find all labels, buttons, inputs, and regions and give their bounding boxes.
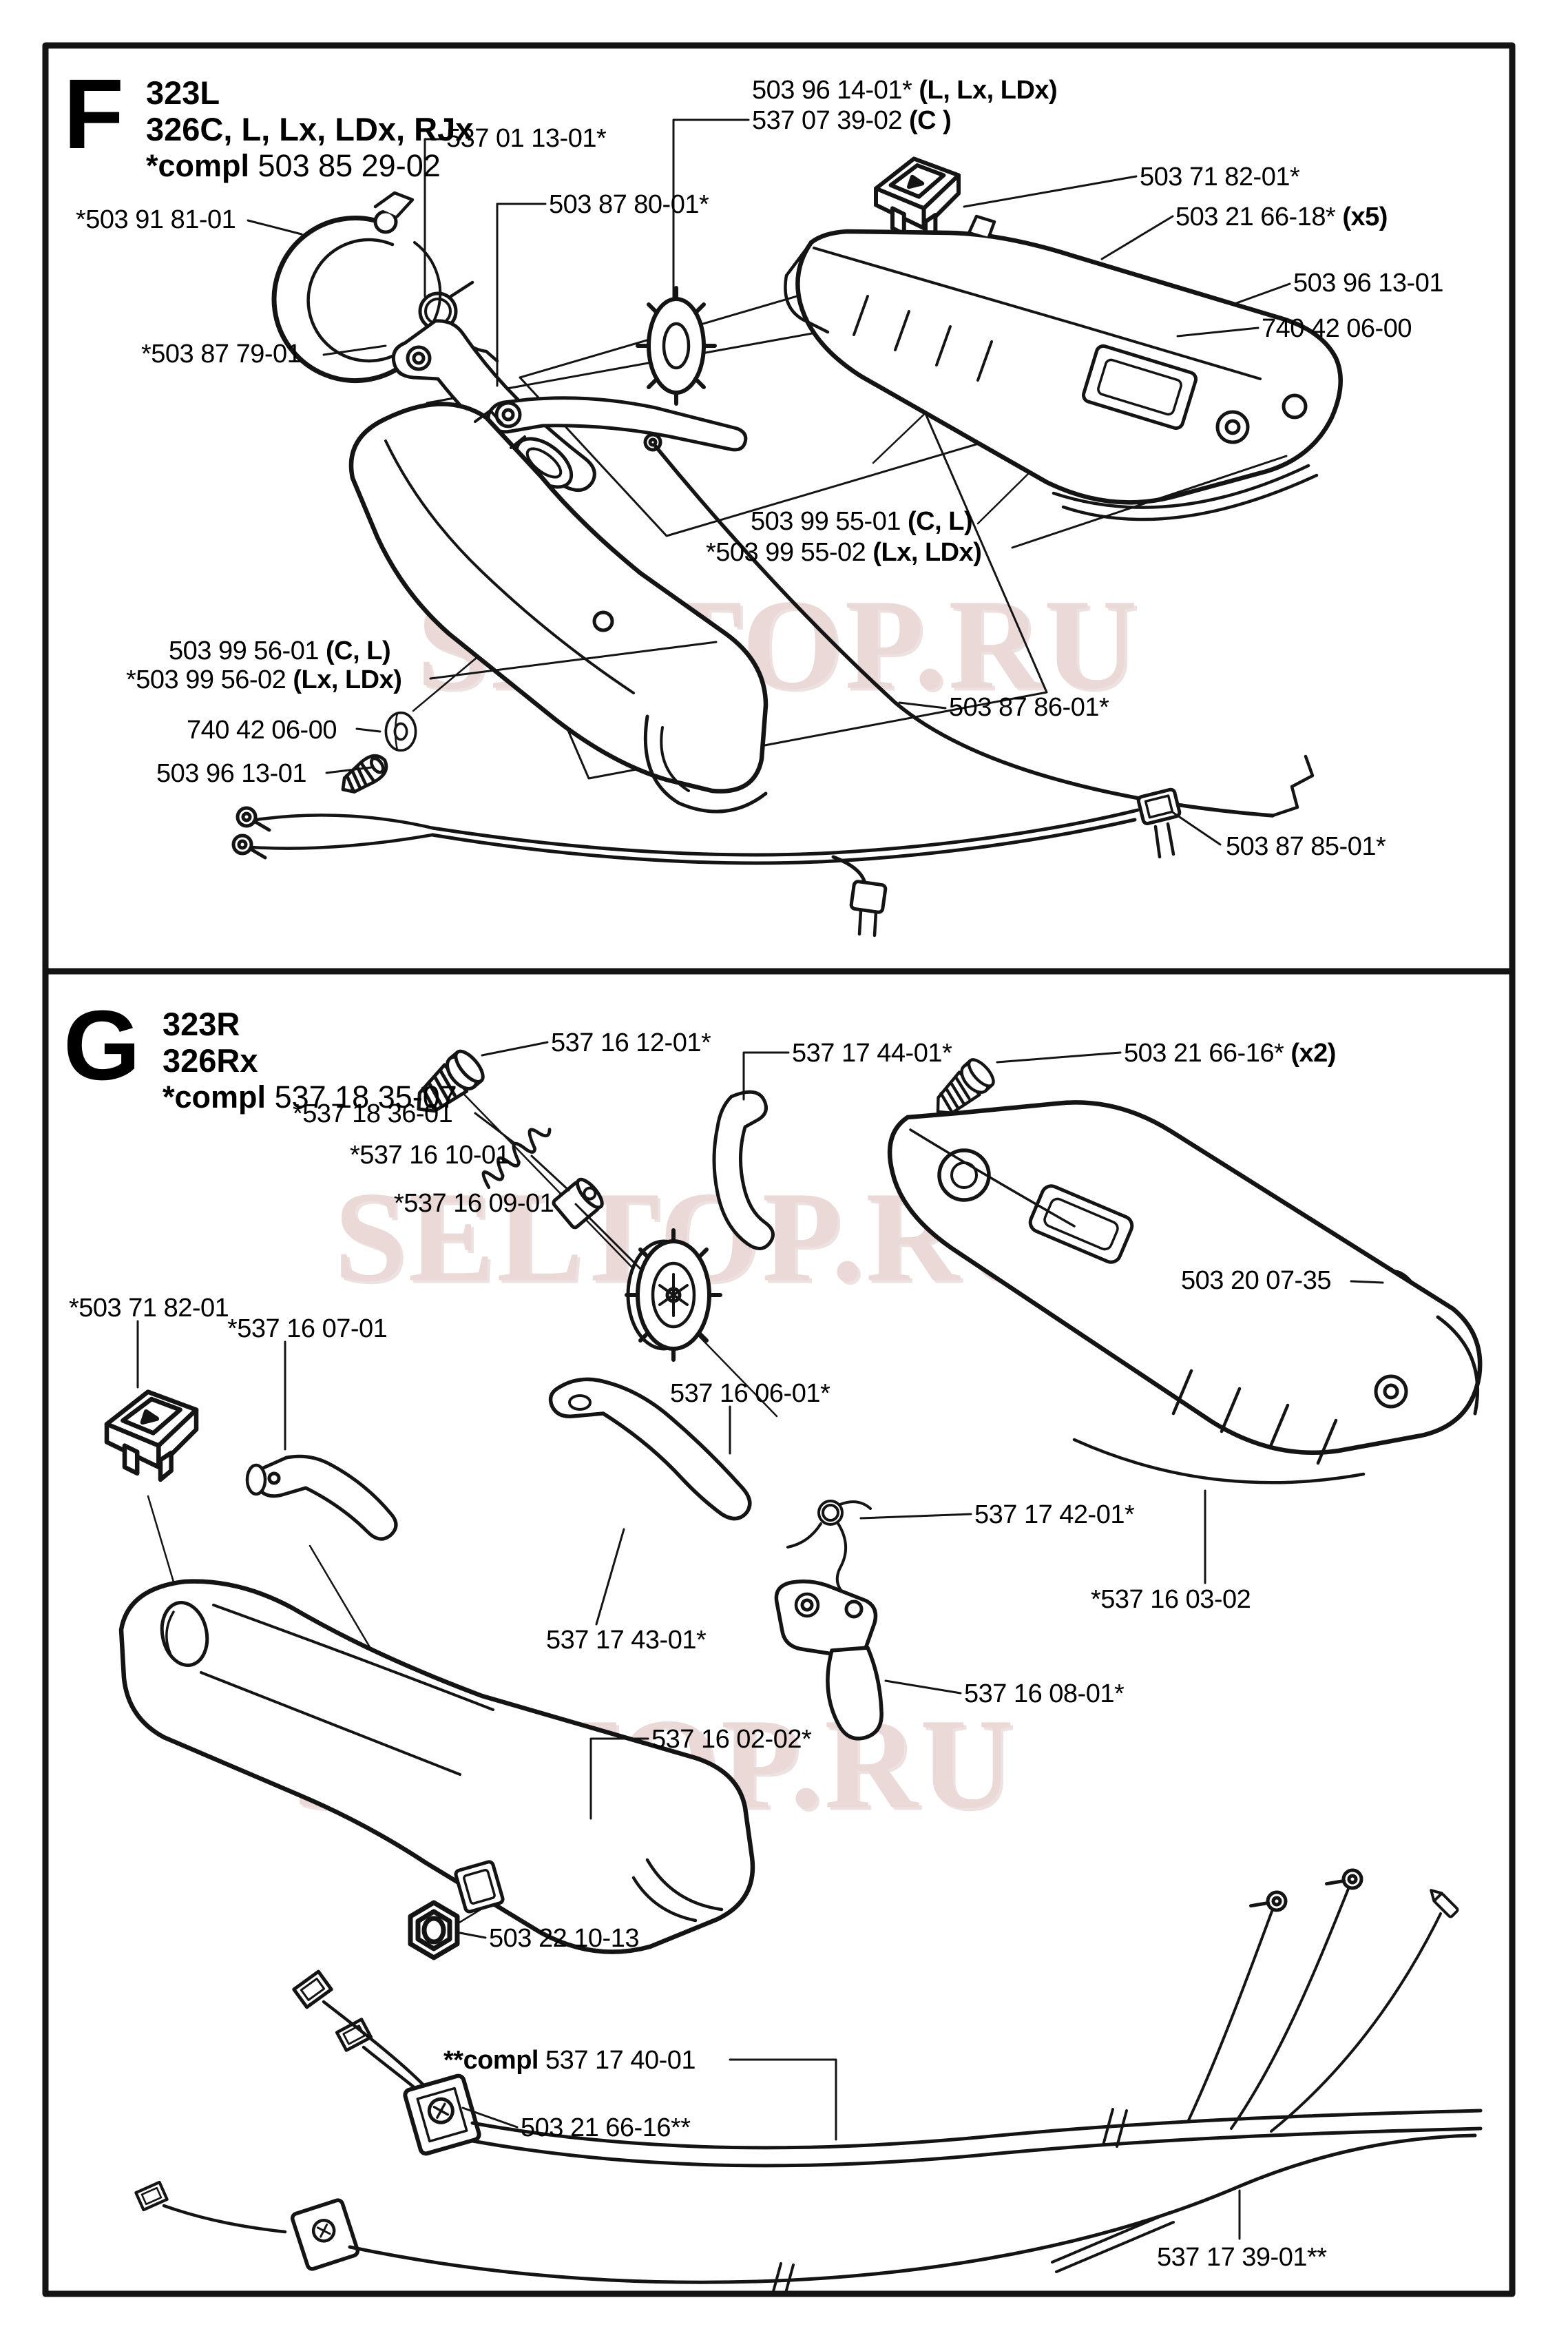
panel-g-drawings	[107, 1041, 1483, 2297]
nut-drawing	[410, 1903, 457, 1958]
part-label: 537 16 12-01*	[551, 1028, 711, 1057]
part-label: 537 16 08-01*	[964, 1679, 1125, 1708]
housing-upper-drawing	[784, 214, 1343, 521]
part-label: 503 96 13-01	[1293, 269, 1443, 298]
stop-switch-f-drawing	[876, 158, 959, 240]
section-letter: G	[63, 990, 140, 1101]
adjuster-wheel-drawing	[636, 286, 717, 406]
part-label: 503 99 56-01 (C, L)	[169, 636, 391, 665]
part-label: 537 17 39-01**	[1157, 2243, 1327, 2272]
panel-f-drawings	[233, 118, 1343, 938]
part-label: **compl 537 17 40-01	[443, 2046, 696, 2075]
part-label: 503 96 13-01	[156, 759, 306, 788]
section-f-header: F 323L 326C, L, Lx, LDx, RJx *compl 503 …	[63, 59, 474, 184]
throttle-arm-drawing	[548, 1377, 752, 1521]
part-label: 537 17 42-01*	[974, 1500, 1135, 1529]
part-label: 503 96 14-01* (L, Lx, LDx)	[752, 76, 1058, 105]
model-line: 326C, L, Lx, LDx, RJx	[145, 111, 474, 148]
panel-g-frame	[42, 968, 1516, 2297]
part-label: 503 21 66-16**	[521, 2113, 691, 2142]
throttle-trigger-drawing	[774, 1580, 884, 1741]
part-label: 537 17 44-01*	[792, 1039, 952, 1068]
compl-line: *compl 537 18 35-07	[163, 1079, 457, 1115]
part-label: *537 16 03-02	[1091, 1585, 1251, 1614]
cable-assembly-drawing	[233, 787, 1182, 938]
part-label: 503 99 55-01 (C, L)	[751, 507, 973, 536]
part-label: 503 87 80-01*	[549, 190, 709, 219]
leader-lines-g	[136, 1041, 1384, 2240]
part-label: 503 71 82-01*	[1140, 163, 1300, 191]
part-label: *537 16 07-01	[227, 1314, 388, 1343]
part-label: *503 71 82-01	[69, 1294, 229, 1323]
part-label: 503 22 10-13	[489, 1924, 639, 1953]
part-label: 537 16 06-01*	[670, 1379, 830, 1408]
model-line: 323R	[163, 1006, 240, 1042]
adjuster-wheel-g-drawing	[625, 1228, 722, 1362]
housing-left-g-drawing	[118, 1579, 755, 1954]
model-line: 323L	[145, 74, 220, 111]
part-label: 537 17 43-01*	[546, 1626, 707, 1655]
part-label: 503 21 66-18* (x5)	[1175, 203, 1388, 231]
section-g-header: G 323R 326Rx *compl 537 18 35-07	[63, 990, 457, 1115]
washer-drawing	[384, 711, 417, 752]
stop-switch-g-drawing	[107, 1392, 196, 1480]
part-label: *503 99 56-02 (Lx, LDx)	[126, 665, 402, 694]
housing-right-drawing	[887, 1100, 1483, 1484]
section-letter: F	[63, 59, 124, 169]
part-label: 537 16 02-02*	[651, 1725, 812, 1754]
part-label: *537 18 36-01	[293, 1099, 453, 1128]
model-line: 326Rx	[163, 1042, 258, 1079]
part-label: *503 91 81-01	[76, 205, 236, 234]
screw-drawing	[336, 750, 392, 799]
leader-lines-f	[247, 118, 1291, 846]
part-label: 503 21 66-16* (x2)	[1124, 1039, 1336, 1068]
part-label: 740 42 06-00	[1262, 314, 1412, 343]
part-label: *537 16 10-01	[350, 1141, 510, 1170]
interlock-lever-drawing	[245, 1454, 398, 1541]
part-label: *503 87 79-01	[141, 340, 302, 369]
housing-lower-drawing	[348, 402, 769, 814]
part-label: 537 07 39-02 (C )	[752, 106, 952, 135]
part-label: 503 87 85-01*	[1226, 832, 1386, 861]
hook-clip-drawing	[712, 1090, 775, 1250]
part-label: 537 01 13-01*	[446, 124, 607, 153]
part-label: 503 87 86-01*	[949, 693, 1109, 722]
part-label: *537 16 09-01	[394, 1189, 554, 1218]
compl-line: *compl 503 85 29-02	[145, 148, 441, 184]
part-label: 740 42 06-00	[187, 716, 337, 745]
part-label: *503 99 55-02 (Lx, LDx)	[706, 538, 982, 567]
part-label: 503 20 07-35	[1181, 1266, 1331, 1295]
wiring-harness-drawing	[136, 1863, 1483, 2297]
